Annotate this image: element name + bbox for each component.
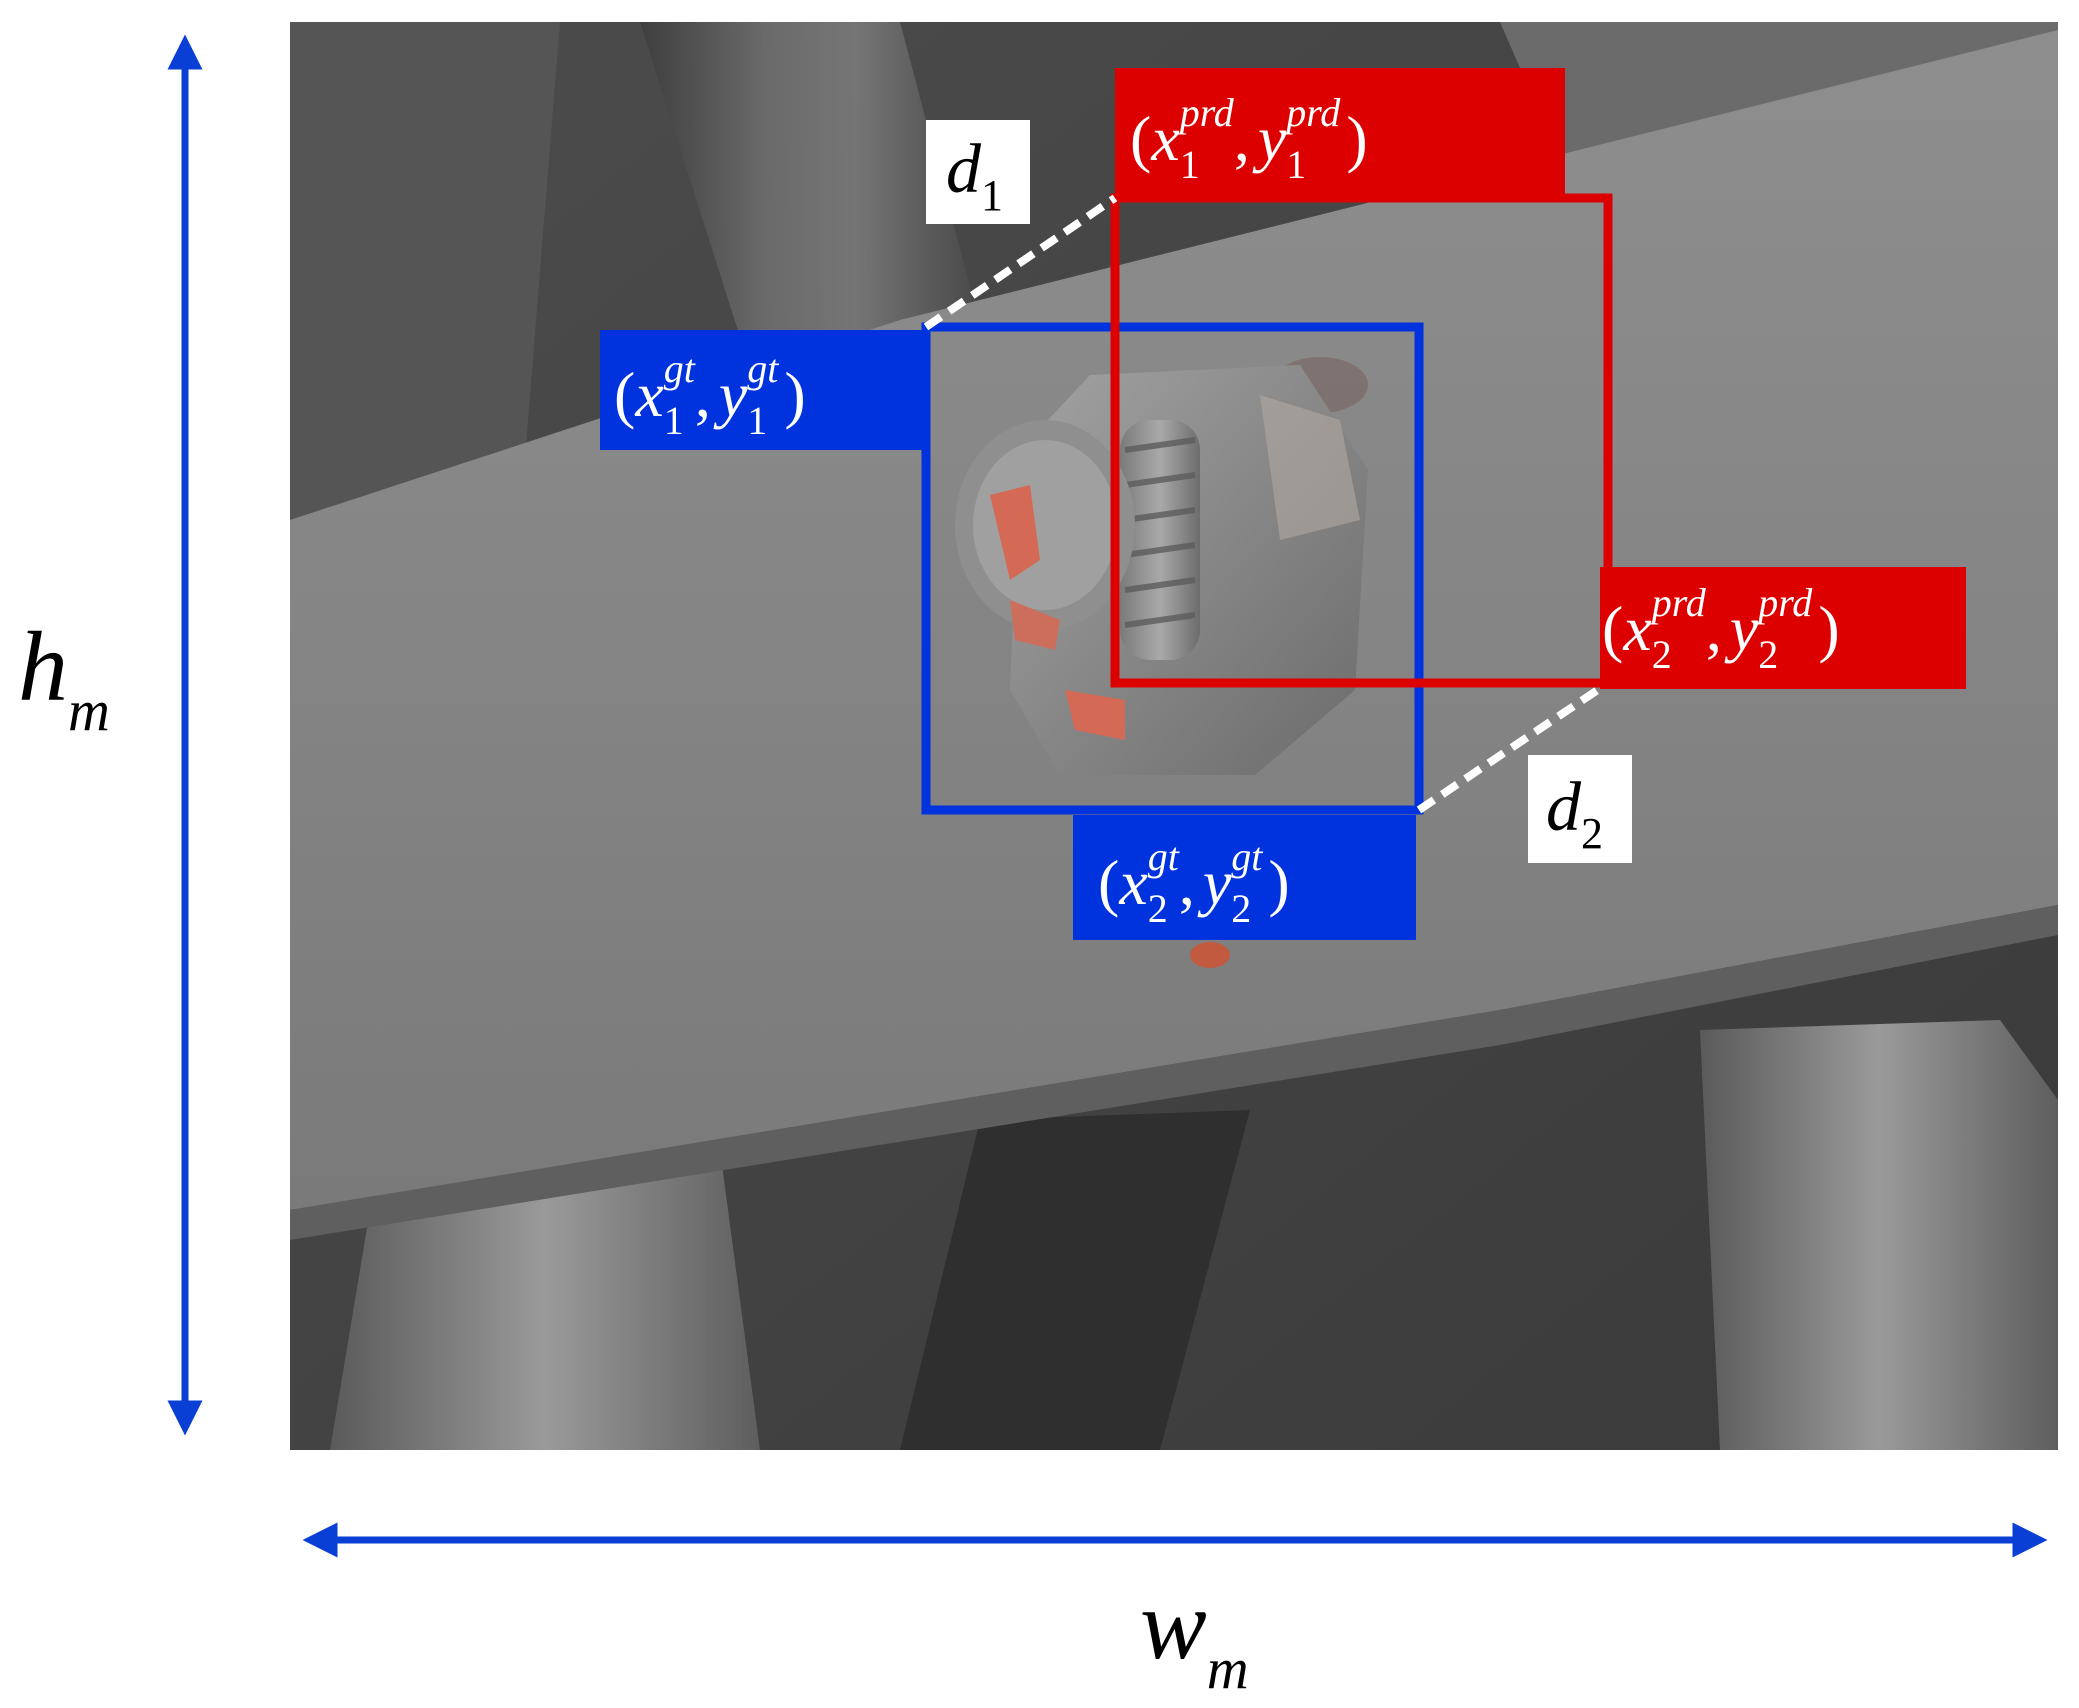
ground-truth-box	[921, 322, 1424, 815]
photo	[290, 22, 2058, 1450]
d2-label: d2	[1546, 769, 1603, 858]
height-label: hm	[18, 611, 110, 743]
width-label: wm	[1140, 1569, 1249, 1701]
prd-top-left-label-bg	[1115, 68, 1565, 196]
gt-bottom-right-label-bg	[1073, 815, 1416, 940]
d1-label: d1	[946, 131, 1003, 220]
d2-distance-line	[1416, 679, 1611, 814]
d1-distance-line	[923, 194, 1118, 331]
prd-top-left-label: (x1prd,y1prd)	[1130, 90, 1368, 187]
d1-label-bg	[926, 120, 1030, 224]
gt-top-left-label-bg	[600, 330, 926, 450]
prd-bottom-right-label-bg	[1600, 567, 1966, 689]
predicted-box	[1110, 193, 1613, 688]
gt-bottom-right-label: (x2gt,y2gt)	[1098, 834, 1290, 931]
gt-top-left-label: (x1gt,y1gt)	[614, 346, 806, 443]
d2-label-bg	[1528, 755, 1632, 863]
prd-bottom-right-label: (x2prd,y2prd)	[1602, 580, 1840, 677]
